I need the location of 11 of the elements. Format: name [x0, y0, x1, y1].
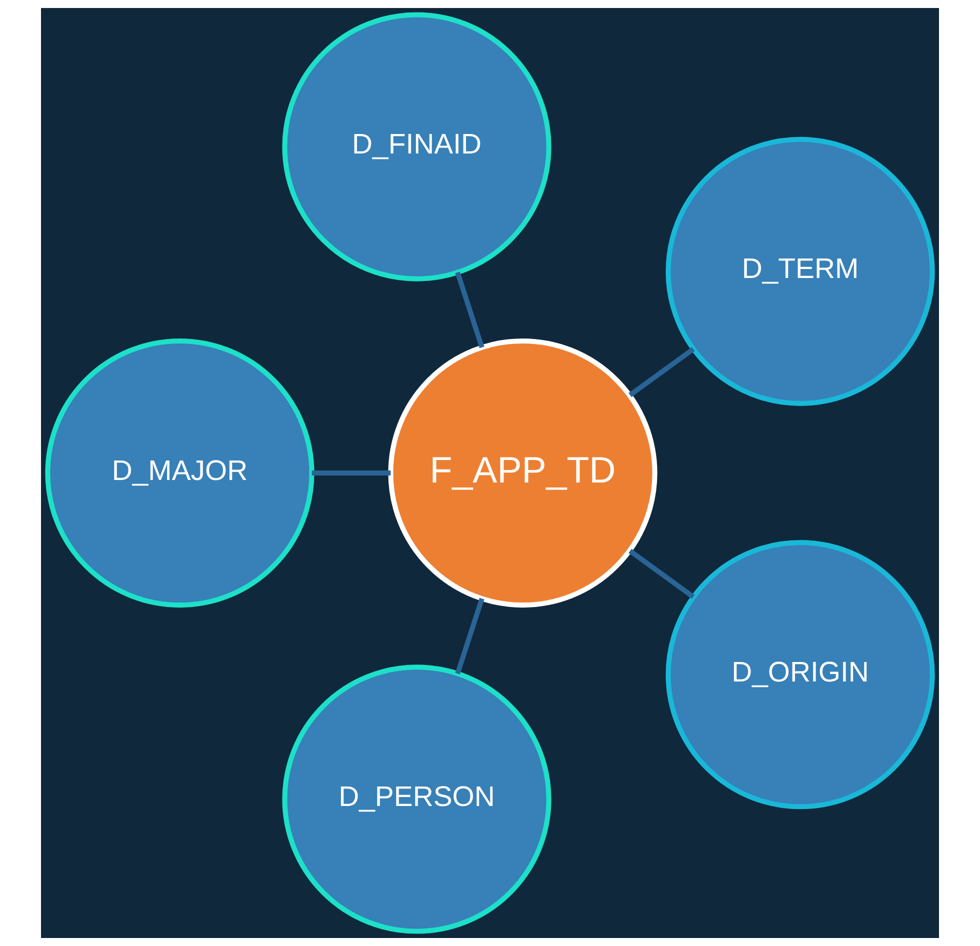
connector — [455, 598, 484, 674]
connector — [312, 470, 391, 476]
node-circle: D_TERM — [666, 136, 935, 406]
node-circle: D_ORIGIN — [666, 540, 935, 810]
node-circle: D_FINAID — [282, 12, 552, 282]
connector — [628, 347, 695, 398]
connector — [455, 272, 484, 348]
node-circle: D_PERSON — [282, 664, 552, 934]
connector — [628, 548, 695, 599]
node-circle: F_APP_TD — [388, 338, 658, 608]
node-circle: D_MAJOR — [45, 338, 314, 608]
